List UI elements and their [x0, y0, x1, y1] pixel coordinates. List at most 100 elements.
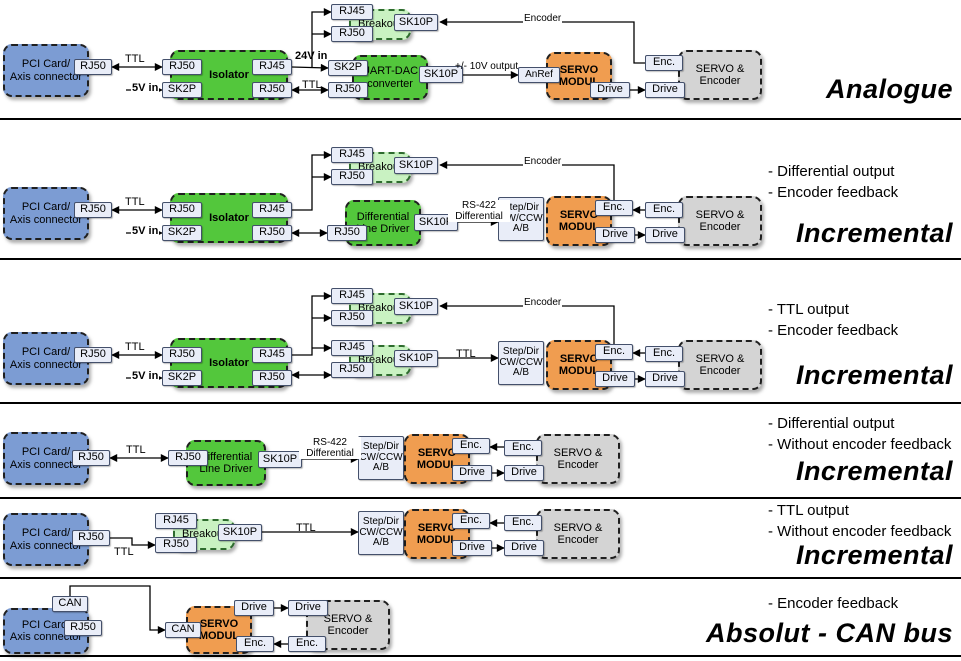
- wire-label-ttl: TTL: [125, 341, 145, 353]
- wire-label-v5: 5V in: [131, 370, 160, 382]
- section-divider-2: [0, 258, 961, 260]
- wire-label-ttl: TTL: [126, 444, 146, 456]
- wire-2: [291, 63, 329, 72]
- can-port-6b: CAN: [165, 622, 201, 638]
- wire-label-ttl: TTL: [302, 79, 322, 91]
- heading-absolut-can-bus: Absolut - CAN bus: [706, 618, 953, 648]
- sk2p-port-2a: SK2P: [162, 225, 202, 241]
- drive-port-4a: Drive: [452, 465, 492, 481]
- drive-port-3a: Drive: [595, 371, 635, 387]
- enc-port-1a: Enc.: [645, 55, 683, 71]
- wire-label-rs422: RS-422 Differential: [299, 437, 361, 459]
- servo-modul-box-1: SERVO MODUL: [546, 52, 612, 100]
- section-divider-4: [0, 497, 961, 499]
- wire-20: [292, 292, 332, 356]
- rj50-port-3c: RJ50: [162, 347, 202, 363]
- can-port-6a: CAN: [52, 596, 88, 612]
- wire-label-v5: 5V in: [131, 225, 160, 237]
- enc-port-6b: Enc.: [288, 636, 326, 652]
- rj50-port-6: RJ50: [64, 620, 102, 636]
- heading-incremental-3: Incremental: [795, 360, 953, 390]
- rj50-port-3e: RJ50: [331, 362, 373, 378]
- wire-label-out10v: +/- 10V output: [455, 61, 519, 72]
- sk2p-port-1a: SK2P: [162, 82, 202, 98]
- drive-port-2a: Drive: [595, 227, 635, 243]
- wire-label-encoder: Encoder: [523, 156, 563, 167]
- stepdir-port-4: Step/Dir CW/CCW A/B: [358, 436, 404, 480]
- rj45-port-5: RJ45: [155, 513, 197, 529]
- note-without-encoder-feedback-5: - Without encoder feedback: [768, 523, 952, 540]
- enc-port-4a: Enc.: [452, 438, 490, 454]
- note-encoder-feedback-3: - Encoder feedback: [768, 322, 899, 339]
- wire-label-v24: 24V in: [295, 50, 328, 62]
- rj50-port-1d: RJ50: [252, 82, 292, 98]
- rj50-port-1b: RJ50: [74, 59, 112, 75]
- drive-port-2b: Drive: [645, 227, 685, 243]
- enc-port-5b: Enc.: [504, 515, 542, 531]
- rj45-port-1b: RJ45: [252, 59, 292, 75]
- sk2p-port-3a: SK2P: [162, 370, 202, 386]
- wire-label-rs422: RS-422 Differential: [448, 200, 510, 222]
- drive-port-6a: Drive: [234, 600, 274, 616]
- heading-incremental-4: Incremental: [795, 456, 953, 486]
- note-ttl-output-5: - TTL output: [768, 502, 849, 519]
- note-encoder-feedback-2: - Encoder feedback: [768, 184, 899, 201]
- note-encoder-feedback-6: - Encoder feedback: [768, 595, 899, 612]
- note-differential-output-4: - Differential output: [768, 415, 895, 432]
- drive-port-6b: Drive: [288, 600, 328, 616]
- servo-encoder-box-3: SERVO & Encoder: [678, 340, 762, 390]
- rj50-port-3b: RJ50: [74, 347, 112, 363]
- drive-port-3b: Drive: [645, 371, 685, 387]
- section-divider-6: [0, 655, 961, 657]
- wire-3: [311, 8, 332, 67]
- heading-incremental-5: Incremental: [795, 540, 953, 570]
- drive-port-5a: Drive: [452, 540, 492, 556]
- note-ttl-output-3: - TTL output: [768, 301, 849, 318]
- wire-label-ttl: TTL: [456, 348, 476, 360]
- enc-port-2a: Enc.: [595, 200, 633, 216]
- wire-label-ttl: TTL: [114, 546, 134, 558]
- rj50-port-4a: RJ50: [72, 450, 110, 466]
- enc-port-6a: Enc.: [236, 636, 274, 652]
- wire-17: [439, 161, 615, 200]
- wire-27: [439, 302, 615, 344]
- rj45-port-3b: RJ45: [252, 347, 292, 363]
- rj45-port-2a: RJ45: [331, 147, 373, 163]
- servo-encoder-box-2: SERVO & Encoder: [678, 196, 762, 246]
- rj50-port-2b: RJ50: [74, 202, 112, 218]
- sk10p-port-2a: SK10P: [394, 157, 438, 174]
- rj50-port-5b: RJ50: [155, 537, 197, 553]
- sk2p-port-1b: SK2P: [328, 60, 368, 76]
- stepdir-port-5: Step/Dir CW/CCW A/B: [358, 511, 404, 555]
- enc-port-3b: Enc.: [645, 346, 683, 362]
- sk10p-port-3a: SK10P: [394, 298, 438, 315]
- anref-port-1: AnRef: [518, 67, 560, 83]
- rj45-port-2b: RJ45: [252, 202, 292, 218]
- note-without-encoder-feedback-4: - Without encoder feedback: [768, 436, 952, 453]
- rj45-port-1a: RJ45: [331, 4, 373, 20]
- servo-encoder-box-1: SERVO & Encoder: [678, 50, 762, 100]
- heading-incremental-2: Incremental: [795, 218, 953, 248]
- section-divider-3: [0, 402, 961, 404]
- wire-8: [439, 18, 645, 64]
- rj50-port-1e: RJ50: [328, 82, 368, 98]
- rj50-port-5a: RJ50: [72, 530, 110, 546]
- servo-encoder-box-5: SERVO & Encoder: [536, 509, 620, 559]
- wire-label-v5: 5V in: [131, 82, 160, 94]
- rj45-port-3c: RJ45: [331, 340, 373, 356]
- rj50-port-4b: RJ50: [168, 450, 208, 466]
- stepdir-port-3: Step/Dir CW/CCW A/B: [498, 341, 544, 385]
- enc-port-3a: Enc.: [595, 344, 633, 360]
- servo-encoder-box-4: SERVO & Encoder: [536, 434, 620, 484]
- pci-card-4: PCI Card/ Axis connector: [3, 432, 89, 485]
- rj50-port-3d: RJ50: [252, 370, 292, 386]
- drive-port-4b: Drive: [504, 465, 544, 481]
- drive-port-1a: Drive: [590, 82, 630, 98]
- wire-32: [110, 537, 156, 549]
- sk10p-port-5: SK10P: [218, 524, 262, 541]
- sk10p-port-4: SK10P: [258, 451, 302, 468]
- rj50-port-2e: RJ50: [327, 225, 367, 241]
- sk10p-port-1b: SK10P: [419, 66, 463, 83]
- rj50-port-1a: RJ50: [331, 26, 373, 42]
